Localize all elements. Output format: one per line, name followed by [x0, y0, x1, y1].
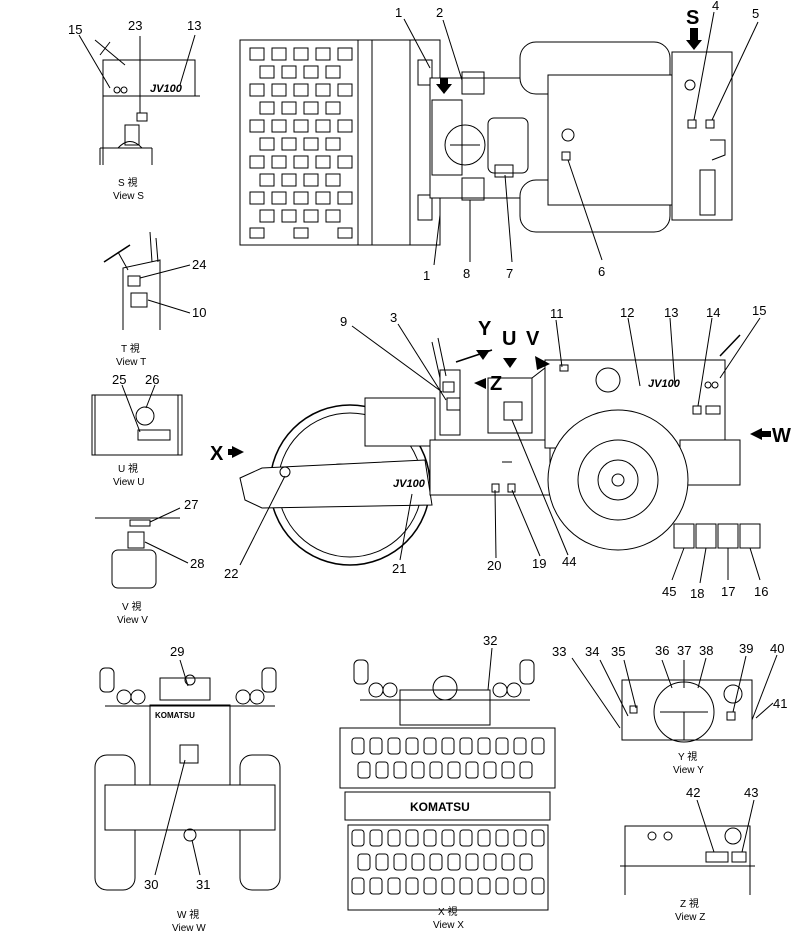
view-letter-v: V — [526, 328, 540, 350]
caption-s-en: View S — [113, 191, 144, 202]
caption-y-jp: Y 視 — [678, 750, 697, 763]
caption-v-jp: V 視 — [122, 600, 141, 613]
callout-23: 23 — [128, 18, 142, 33]
callout-11: 11 — [550, 306, 564, 321]
callout-24: 24 — [192, 257, 206, 272]
callout-6: 6 — [598, 264, 605, 279]
view-letter-y: Y — [478, 318, 492, 340]
caption-u-en: View U — [113, 477, 145, 488]
callout-5: 5 — [752, 6, 759, 21]
callout-38: 38 — [699, 643, 713, 658]
loose-decals: 45 18 17 16 — [662, 523, 768, 601]
caption-w-en: View W — [172, 923, 206, 933]
view-letter-u: U — [502, 328, 516, 350]
callout-3: 3 — [390, 310, 397, 325]
view-letter-s: S — [686, 7, 699, 29]
caption-u-jp: U 視 — [118, 462, 138, 475]
caption-x-en: View X — [433, 920, 464, 931]
callout-13: 13 — [187, 18, 201, 33]
callout-39: 39 — [739, 641, 753, 656]
drum-pads-x — [351, 737, 545, 895]
callout-32: 32 — [483, 633, 497, 648]
callout-42: 42 — [686, 785, 700, 800]
callout-15: 15 — [68, 22, 82, 37]
callout-1: 1 — [395, 5, 402, 20]
caption-z-jp: Z 視 — [680, 897, 699, 910]
brand-decal-side: JV100 — [393, 478, 426, 490]
caption-w-jp: W 視 — [177, 908, 199, 921]
view-letter-z: Z — [490, 373, 502, 395]
callout-29: 29 — [170, 644, 184, 659]
view-w: KOMATSU 29 30 31 W 視 View W — [94, 644, 281, 933]
callout-30: 30 — [144, 877, 158, 892]
caption-s-jp: S 視 — [118, 176, 137, 189]
callout-13: 13 — [664, 305, 678, 320]
callout-34: 34 — [585, 644, 599, 659]
top-view: S 1 2 4 5 1 8 7 6 — [239, 0, 759, 283]
brand-decal-s: JV100 — [150, 83, 183, 95]
caption-t-jp: T 視 — [121, 342, 140, 355]
callout-22: 22 — [224, 566, 238, 581]
callout-19: 19 — [532, 556, 546, 571]
callout-9: 9 — [340, 314, 347, 329]
brand-decal-rear: JV100 — [648, 378, 681, 390]
komatsu-decal-x: KOMATSU — [410, 800, 470, 814]
view-v: 27 28 V 視 View V — [95, 497, 204, 626]
callout-37: 37 — [677, 643, 691, 658]
view-x: KOMATSU 32 X 視 View X — [339, 633, 556, 931]
view-letter-x: X — [210, 443, 224, 465]
callout-33: 33 — [552, 644, 566, 659]
komatsu-decal-w: KOMATSU — [155, 711, 195, 720]
callout-18: 18 — [690, 586, 704, 601]
callout-27: 27 — [184, 497, 198, 512]
drum-pads — [249, 47, 353, 239]
view-y: 33 34 35 36 37 38 39 40 41 Y 視 View Y — [552, 641, 787, 776]
view-z: 42 43 Z 視 View Z — [620, 785, 758, 923]
callout-7: 7 — [506, 266, 513, 281]
callout-41: 41 — [773, 696, 787, 711]
caption-v-en: View V — [117, 615, 148, 626]
callout-28: 28 — [190, 556, 204, 571]
caption-x-jp: X 視 — [438, 905, 457, 918]
caption-t-en: View T — [116, 357, 146, 368]
callout-12: 12 — [620, 305, 634, 320]
callout-43: 43 — [744, 785, 758, 800]
callout-36: 36 — [655, 643, 669, 658]
callout-10: 10 — [192, 305, 206, 320]
callout-8: 8 — [463, 266, 470, 281]
callout-1: 1 — [423, 268, 430, 283]
view-s: JV100 15 23 13 S 視 View S — [68, 18, 201, 202]
callout-20: 20 — [487, 558, 501, 573]
view-t: 24 10 T 視 View T — [103, 231, 206, 368]
view-u: 25 26 U 視 View U — [91, 372, 183, 488]
callout-25: 25 — [112, 372, 126, 387]
callout-26: 26 — [145, 372, 159, 387]
callout-17: 17 — [721, 584, 735, 599]
side-view: JV100 JV100 X W — [210, 303, 791, 581]
view-letter-w: W — [772, 425, 791, 447]
callout-31: 31 — [196, 877, 210, 892]
callout-35: 35 — [611, 644, 625, 659]
caption-y-en: View Y — [673, 765, 704, 776]
callout-4: 4 — [712, 0, 719, 13]
callout-2: 2 — [436, 5, 443, 20]
callout-15: 15 — [752, 303, 766, 318]
callout-40: 40 — [770, 641, 784, 656]
caption-z-en: View Z — [675, 912, 705, 923]
callout-45: 45 — [662, 584, 676, 599]
callout-14: 14 — [706, 305, 720, 320]
callout-21: 21 — [392, 561, 406, 576]
callout-44: 44 — [562, 554, 576, 569]
callout-16: 16 — [754, 584, 768, 599]
